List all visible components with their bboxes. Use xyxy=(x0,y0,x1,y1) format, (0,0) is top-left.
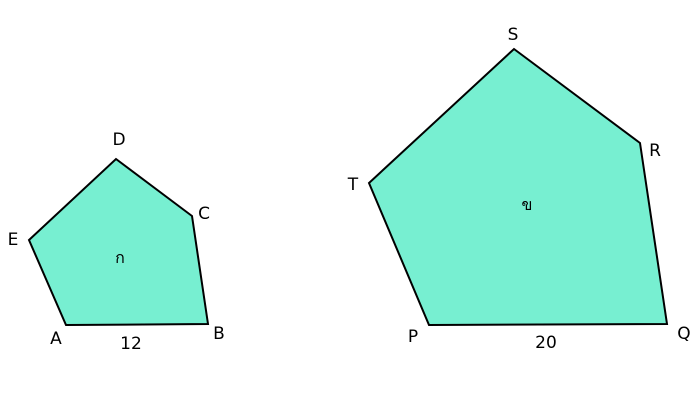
vertex-label-p: P xyxy=(408,327,418,347)
vertex-label-c: C xyxy=(198,204,210,224)
vertex-label-s: S xyxy=(508,25,519,45)
vertex-label-t: T xyxy=(347,175,359,195)
large-pentagon-name: ข xyxy=(522,195,533,214)
side-length-ab: 12 xyxy=(120,334,142,354)
side-length-pq: 20 xyxy=(535,333,557,353)
small-pentagon xyxy=(27,157,210,327)
vertex-label-r: R xyxy=(649,141,661,161)
vertex-label-a: A xyxy=(50,329,62,349)
large-pentagon xyxy=(367,47,669,327)
vertex-label-d: D xyxy=(112,130,125,150)
small-pentagon-name: ก xyxy=(115,248,125,267)
vertex-label-q: Q xyxy=(677,324,690,344)
vertex-label-e: E xyxy=(8,230,19,250)
vertex-label-b: B xyxy=(213,324,225,344)
